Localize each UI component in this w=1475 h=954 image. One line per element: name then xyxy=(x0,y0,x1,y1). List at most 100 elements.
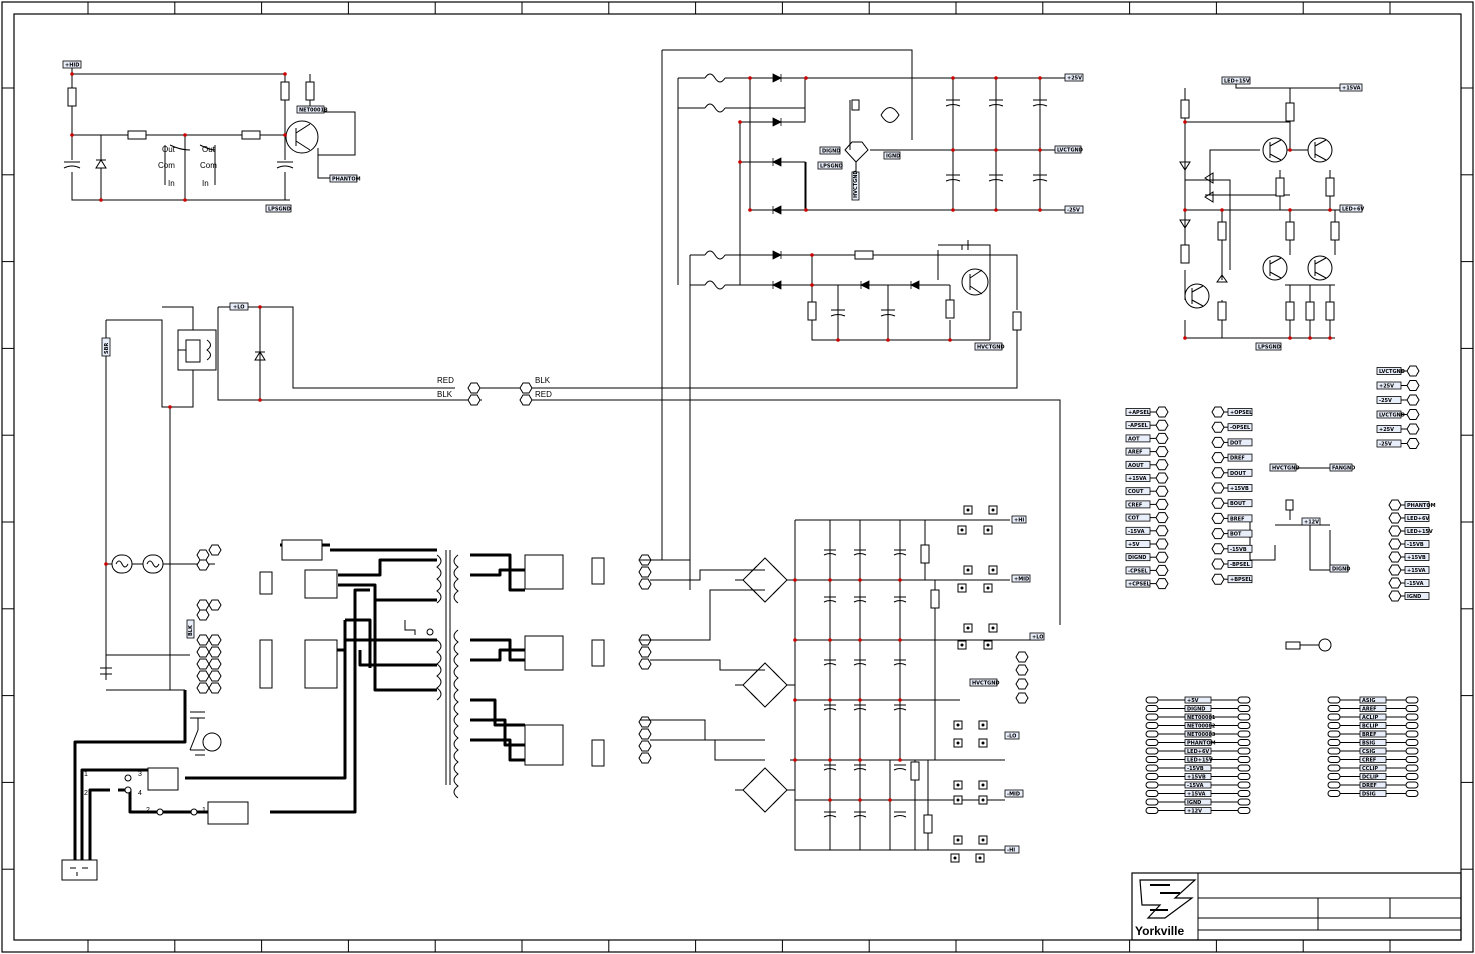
ribbon-pin-label: DSIG xyxy=(1362,792,1376,798)
connector-pin-label: +BPSEL xyxy=(1230,577,1253,583)
wire-color-red: RED xyxy=(535,390,552,399)
ribbon-pin-label: -15VB xyxy=(1187,766,1204,772)
net-label-led15v: LED+15V xyxy=(1224,79,1250,85)
net-label-led6v: LED+6V xyxy=(1342,207,1364,213)
output-rail-supplies: +HI +MID +LO HVCTGND -LO -MID -HI xyxy=(640,505,1045,863)
net-label-plus-lo: +LO xyxy=(233,305,244,311)
net-label-minus25v: -25V xyxy=(1067,208,1080,214)
net-label-plus-hid: +HID xyxy=(65,63,79,69)
connector-pin-label: +CPSEL xyxy=(1128,582,1151,588)
ribbon-pin-label: LED+15V xyxy=(1187,758,1213,764)
pin-number: 4 xyxy=(138,790,142,797)
connector-left-a: +APSEL-APSELAOTAREFAOUT+15VACOUTCREFCOT-… xyxy=(1125,406,1169,590)
connector-pin-label: DIGND xyxy=(1128,555,1146,561)
connector-pin-label: DOT xyxy=(1230,440,1242,446)
net-label-plus-hi: +HI xyxy=(1014,518,1024,524)
ribbon-pin-label: LED+6V xyxy=(1187,749,1209,755)
ribbon-pin-label: AREF xyxy=(1362,707,1377,713)
connector-pin-label: IGND xyxy=(1407,594,1421,600)
connector-pin-label: -APSEL xyxy=(1128,423,1149,429)
connector-pin-label: LED+15V xyxy=(1407,529,1433,535)
net-label-plus-mid: +MID xyxy=(1014,577,1029,583)
switch-in-label: In xyxy=(202,179,209,188)
net-label-hvctgnd: HVCTGND xyxy=(853,170,859,198)
connector-pin-label: -25V xyxy=(1379,398,1392,404)
net-label-lvctgnd: LVCTGND xyxy=(1057,148,1083,154)
connector-pin-label: DOUT xyxy=(1230,471,1246,477)
power-entry-circuit: 1 2 3 4 2 1 xyxy=(61,588,370,881)
net-label-dignd: DIGND xyxy=(1332,567,1350,573)
connector-pin-label: +25V xyxy=(1379,427,1394,433)
net-label-sbr: SBR xyxy=(104,343,110,354)
wire-color-red: RED xyxy=(437,376,454,385)
pin-number: 2 xyxy=(84,790,88,797)
ribbon-pin-label: BCLIP xyxy=(1362,724,1379,730)
ribbon-pin-label: CSIG xyxy=(1362,749,1375,755)
led-regulator-circuit: LED+15V +15VA LED+6V LPSGND xyxy=(1179,76,1364,351)
transistor xyxy=(285,120,319,154)
switch-com-label: Com xyxy=(200,161,217,170)
connector-pin-label: AREF xyxy=(1128,450,1143,456)
switch-com-label: Com xyxy=(158,161,175,170)
connector-pin-label: +APSEL xyxy=(1128,410,1151,416)
connector-pin-label: PHANTOM xyxy=(1407,503,1436,509)
net-label-plus25v: +25V xyxy=(1067,76,1082,82)
connector-pin-label: COUT xyxy=(1128,489,1144,495)
ribbon-connector-left: +5VDIGNDNET00081NET00082NET00083PHANTOML… xyxy=(1145,696,1251,815)
connector-pin-label: +5V xyxy=(1128,542,1140,548)
net-label-hvctgnd: HVCTGND xyxy=(1272,466,1300,472)
ribbon-connector-right: ASIGAREFACLIPBCLIPBREFBSIGCSIGCREFCCLIPD… xyxy=(1327,696,1419,798)
connector-pin-label: LED+6V xyxy=(1407,516,1429,522)
ribbon-pin-label: ACLIP xyxy=(1362,715,1379,721)
ribbon-pin-label: CCLIP xyxy=(1362,766,1378,772)
resistor xyxy=(305,81,315,101)
connector-pin-label: BOUT xyxy=(1230,501,1246,507)
resistor xyxy=(280,81,290,101)
connector-pin-label: -15VB xyxy=(1230,547,1247,553)
connector-pin-label: -CPSEL xyxy=(1128,568,1148,574)
switch-out-label: Out xyxy=(162,145,176,154)
wire-color-blk: BLK xyxy=(535,376,551,385)
ribbon-pin-label: PHANTOM xyxy=(1187,741,1216,747)
pin-number: 1 xyxy=(202,807,206,814)
ribbon-pin-label: ASIG xyxy=(1362,698,1375,704)
net-label-minus-lo: -LO xyxy=(1007,734,1016,740)
ribbon-pin-label: -15VA xyxy=(1187,783,1204,789)
net-label-dignd: DIGND xyxy=(822,149,840,155)
connector-pin-label: +25V xyxy=(1379,384,1394,390)
ribbon-pin-label: +12V xyxy=(1187,809,1202,815)
net-label-minus-mid: -MID xyxy=(1007,792,1020,798)
connector-right-mid: PHANTOMLED+6VLED+15V-15VB+15VB+15VA-15VA… xyxy=(1388,499,1436,602)
net-label-ignd: IGND xyxy=(886,154,900,160)
switch-out-label: Out xyxy=(202,145,216,154)
net-label-blk: BLK xyxy=(188,624,194,636)
connector-pin-label: BOT xyxy=(1230,532,1242,538)
ribbon-pin-label: NET00082 xyxy=(1187,724,1216,730)
connector-pin-label: -15VA xyxy=(1128,529,1145,535)
ribbon-pin-label: DCLIP xyxy=(1362,775,1379,781)
net-label-plus15va: +15VA xyxy=(1342,86,1361,92)
pin-number: 1 xyxy=(84,771,88,778)
resistor xyxy=(241,130,261,140)
connector-pin-label: -BPSEL xyxy=(1230,562,1251,568)
connector-pin-label: -15VB xyxy=(1407,542,1424,548)
connector-left-b: +OPSEL-OPSELDOTDREFDOUT+15VBBOUTBREFBOT-… xyxy=(1211,406,1253,585)
ribbon-pin-label: NET00083 xyxy=(1187,732,1216,738)
net-label-plus-lo: +LO xyxy=(1032,635,1043,641)
connector-pin-label: +15VA xyxy=(1128,476,1147,482)
connector-pin-label: AOUT xyxy=(1128,463,1144,469)
connector-pin-label: AOT xyxy=(1128,436,1140,442)
connector-pin-label: LVCTGND xyxy=(1379,413,1405,419)
ribbon-pin-label: DIGND xyxy=(1187,707,1205,713)
connector-pin-label: +15VB xyxy=(1230,486,1249,492)
yorkville-logo: Yorkville xyxy=(1135,879,1197,938)
ribbon-pin-label: +5V xyxy=(1187,698,1199,704)
net-label-minus-hi: -HI xyxy=(1007,848,1015,854)
ribbon-pin-label: +15VA xyxy=(1187,792,1206,798)
net-label-lpsgnd: LPSGND xyxy=(268,207,291,213)
title-block: Yorkville xyxy=(1131,872,1462,941)
resistor xyxy=(127,130,147,140)
mains-relay-circuit: +LO SBR RED BLK BLK RED BLK xyxy=(100,302,1061,764)
net-label-fangnd: FANGND xyxy=(1332,466,1355,472)
